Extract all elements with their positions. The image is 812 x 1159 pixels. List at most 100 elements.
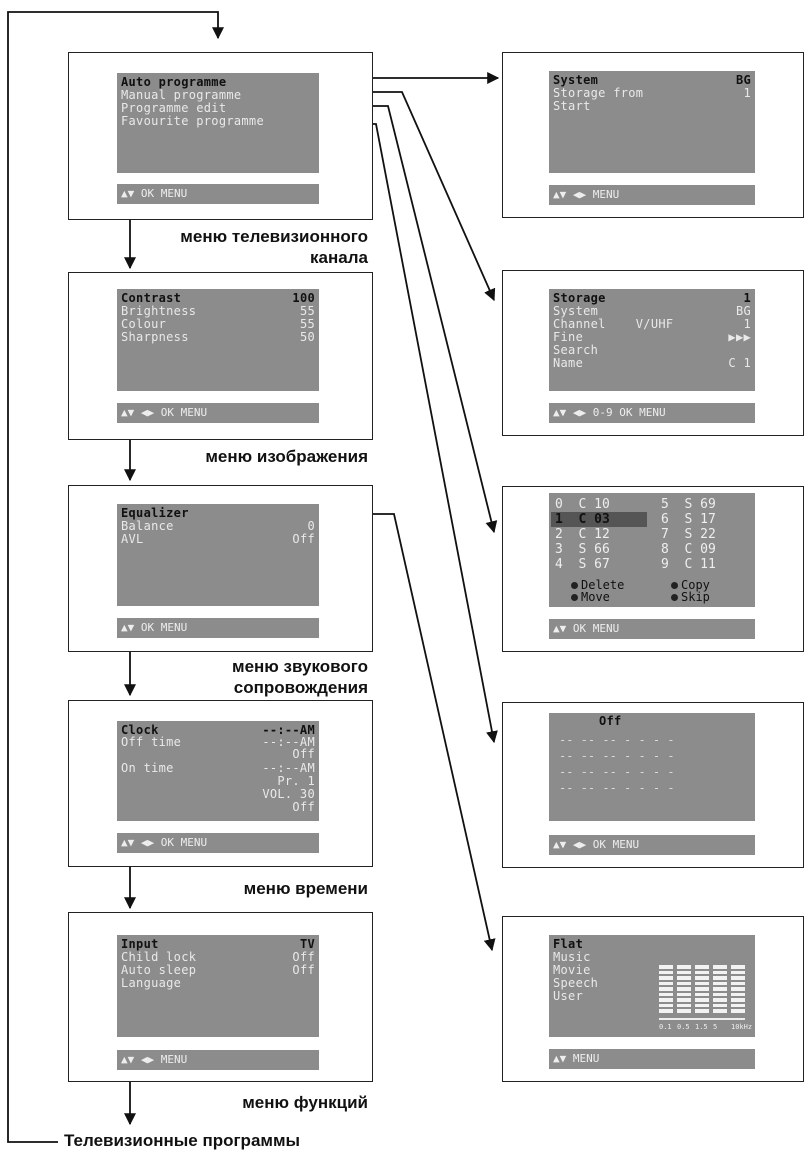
hint-text: ▲▼ OK MENU [121,621,188,634]
menu-item-storage[interactable]: Storage [553,291,606,305]
equalizer-band-segment [713,987,727,991]
menu-item-system[interactable]: System [553,304,599,318]
menu-item-flat[interactable]: Flat [553,937,584,951]
favourite-title: Off [599,714,622,728]
value-child-lock: Off [292,950,315,964]
value-balance: 0 [307,519,315,533]
caption-time-menu: меню времени [243,879,368,898]
equalizer-band-label: 10kHz [731,1023,753,1031]
equalizer-band-segment [695,970,709,975]
equalizer-band-segment [731,976,745,980]
menu-item-brightness[interactable]: Brightness [121,304,197,318]
menu-item-off-time[interactable]: Off time [121,735,182,749]
value-on-time-programme: Pr. 1 [277,774,315,788]
programme-cell[interactable]: 6 S 17 [661,512,716,527]
menu-item-avl[interactable]: AVL [121,532,144,546]
option-copy[interactable]: Copy [671,579,710,592]
time-menu-hint-bar: ▲▼ ◀▶ OK MENU [117,833,319,853]
equalizer-band-segment [731,981,745,986]
programme-cell[interactable]: 0 C 10 [555,497,610,512]
menu-item-auto-sleep[interactable]: Auto sleep [121,963,197,977]
value-colour: 55 [299,317,315,331]
value-input: TV [299,937,315,951]
menu-item-speech[interactable]: Speech [553,976,599,990]
programme-cell[interactable]: 3 S 66 [555,542,610,557]
menu-item-on-time[interactable]: On time [121,761,174,775]
equalizer-band-segment [695,987,709,991]
value-channel: 1 [743,317,751,331]
equalizer-band-segment [659,1009,673,1013]
menu-item-name[interactable]: Name [553,356,584,370]
equalizer-band-segment [677,992,691,997]
equalizer-band-label: 0.1 [659,1023,672,1031]
equalizer-band-segment [659,987,673,991]
equalizer-band-segment [659,1003,673,1008]
menu-item-channel[interactable]: Channel V/UHF [553,317,674,331]
option-move[interactable]: Move [571,591,610,604]
programme-cell[interactable]: 9 C 11 [661,557,716,572]
menu-item-start[interactable]: Start [553,99,591,113]
equalizer-band-segment [713,965,727,969]
equalizer-band-segment [731,987,745,991]
equalizer-band-segment [677,970,691,975]
hint-text: ▲▼ MENU [553,1052,600,1065]
menu-item-music[interactable]: Music [553,950,591,964]
value-fine: ▶▶▶ [728,330,751,344]
blue-dot-icon [671,594,678,601]
menu-item-search[interactable]: Search [553,343,599,357]
menu-item-contrast[interactable]: Contrast [121,291,182,305]
equalizer-band-segment [713,998,727,1002]
option-delete[interactable]: Delete [571,579,624,592]
function-menu-hint-bar: ▲▼ ◀▶ MENU [117,1050,319,1070]
menu-item-sharpness[interactable]: Sharpness [121,330,189,344]
equalizer-band-segment [659,965,673,969]
equalizer-band-segment [731,1003,745,1008]
menu-item-child-lock[interactable]: Child lock [121,950,197,964]
menu-item-movie[interactable]: Movie [553,963,591,977]
programme-cell[interactable]: 2 C 12 [555,527,610,542]
hint-text: ▲▼ OK MENU [553,622,620,635]
equalizer-band-segment [713,970,727,975]
programme-cell[interactable]: 1 C 03 [555,512,610,527]
menu-item-favourite-programme[interactable]: Favourite programme [121,114,264,128]
equalizer-band-segment [695,1009,709,1013]
programme-cell[interactable]: 8 C 09 [661,542,716,557]
hint-text: ▲▼ OK MENU [121,187,188,200]
equalizer-band-segment [659,976,673,980]
green-dot-icon [671,582,678,589]
menu-item-input[interactable]: Input [121,937,159,951]
favourite-programme-panel: Off -- -- -- - - - - -- -- -- - - - - --… [502,702,804,868]
value-on-time-volume: VOL. 30 [262,787,315,801]
menu-item-colour[interactable]: Colour [121,317,167,331]
menu-item-language[interactable]: Language [121,976,182,990]
menu-item-auto-programme[interactable]: Auto programme [121,75,227,89]
menu-item-fine[interactable]: Fine [553,330,584,344]
equalizer-band-label: 5 [713,1023,718,1031]
equalizer-band-segment [731,1009,745,1013]
menu-item-storage-from[interactable]: Storage from [553,86,644,100]
programme-cell[interactable]: 5 S 69 [661,497,716,512]
menu-item-manual-programme[interactable]: Manual programme [121,88,242,102]
programme-cell[interactable]: 7 S 22 [661,527,716,542]
equalizer-band-label: 1.5 [695,1023,708,1031]
hint-text: ▲▼ ◀▶ OK MENU [121,406,208,419]
menu-item-balance[interactable]: Balance [121,519,174,533]
menu-item-equalizer[interactable]: Equalizer [121,506,189,520]
favourite-programme-hint-bar: ▲▼ ◀▶ OK MENU [549,835,755,855]
favourite-slot-row: -- -- -- - - - - [559,781,675,795]
menu-item-programme-edit[interactable]: Programme edit [121,101,227,115]
programme-cell[interactable]: 4 S 67 [555,557,610,572]
menu-item-user[interactable]: User [553,989,584,1003]
menu-item-system[interactable]: System [553,73,599,87]
value-clock: --:--AM [262,723,315,737]
option-skip[interactable]: Skip [671,591,710,604]
menu-item-clock[interactable]: Clock [121,723,159,737]
yellow-dot-icon [571,594,578,601]
equalizer-band-segment [695,976,709,980]
